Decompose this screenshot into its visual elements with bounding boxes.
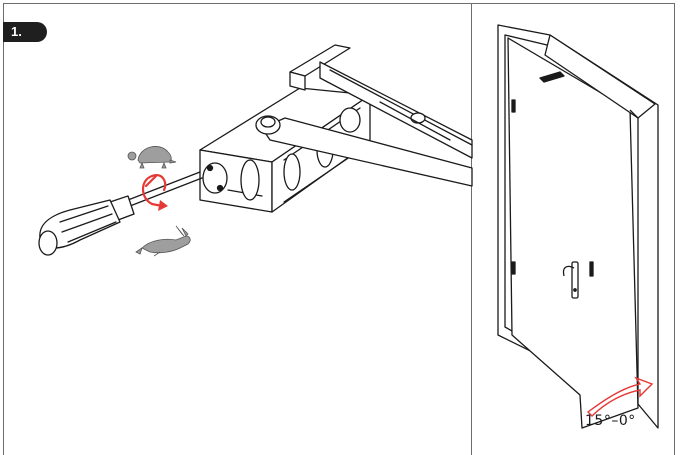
step-badge: 1.	[3, 22, 47, 42]
closing-angle-label: 15°–0°	[585, 413, 636, 429]
turtle-icon	[127, 146, 177, 169]
door-handle	[562, 261, 594, 299]
door-illustration	[497, 24, 659, 429]
closing-arrow-icon	[586, 376, 654, 417]
panel-divider	[471, 3, 472, 455]
rabbit-icon	[135, 225, 191, 257]
closer-arm	[255, 44, 473, 187]
screwdriver	[38, 171, 203, 256]
rotate-arrow-icon	[141, 174, 168, 211]
door-closer-body	[199, 87, 371, 213]
illustration-frame	[3, 3, 675, 455]
